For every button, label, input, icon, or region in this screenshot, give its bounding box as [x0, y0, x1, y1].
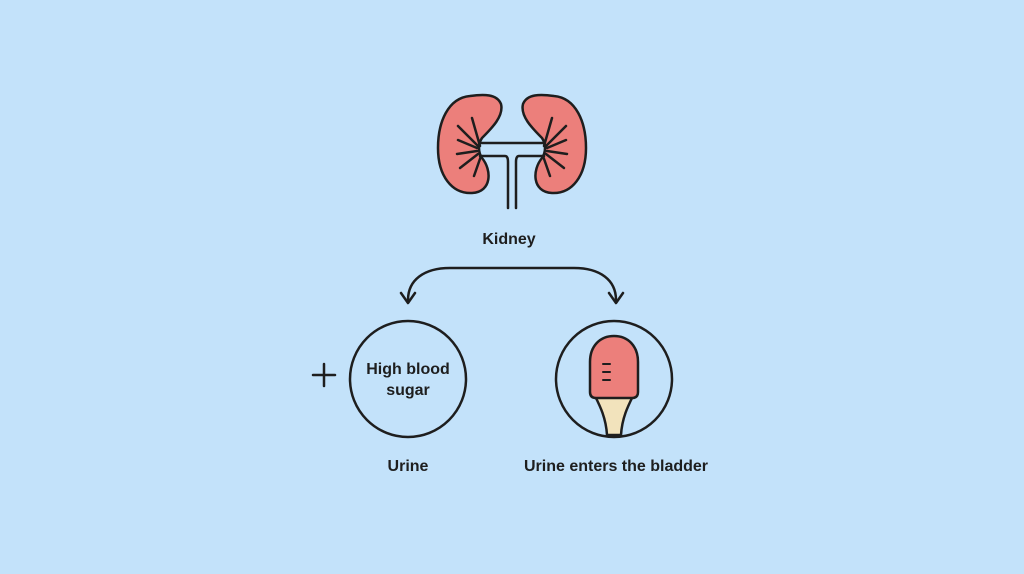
- bladder-neck: [593, 394, 635, 437]
- bladder-body: [588, 334, 640, 400]
- branch-curve: [406, 266, 618, 302]
- branch-arrows: [399, 266, 625, 305]
- bladder-circle: [554, 319, 674, 439]
- kidney-icon: [436, 93, 588, 210]
- arrow-right-icon: [607, 291, 625, 305]
- kidney-left-rays: [455, 116, 483, 178]
- bladder-level-marks: [602, 363, 611, 381]
- high-blood-sugar-circle: [348, 319, 468, 439]
- kidney-right-rays: [541, 116, 569, 178]
- arrow-left-icon: [399, 291, 417, 305]
- urine-label: Urine: [387, 458, 429, 475]
- kidney-label: Kidney: [482, 231, 536, 248]
- high-blood-sugar-label: High blood sugar: [366, 361, 450, 399]
- bladder-label: Urine enters the bladder: [523, 458, 709, 475]
- plus-icon: [311, 362, 337, 388]
- kidney-vessels: [478, 141, 546, 210]
- bladder-icon: [588, 334, 640, 437]
